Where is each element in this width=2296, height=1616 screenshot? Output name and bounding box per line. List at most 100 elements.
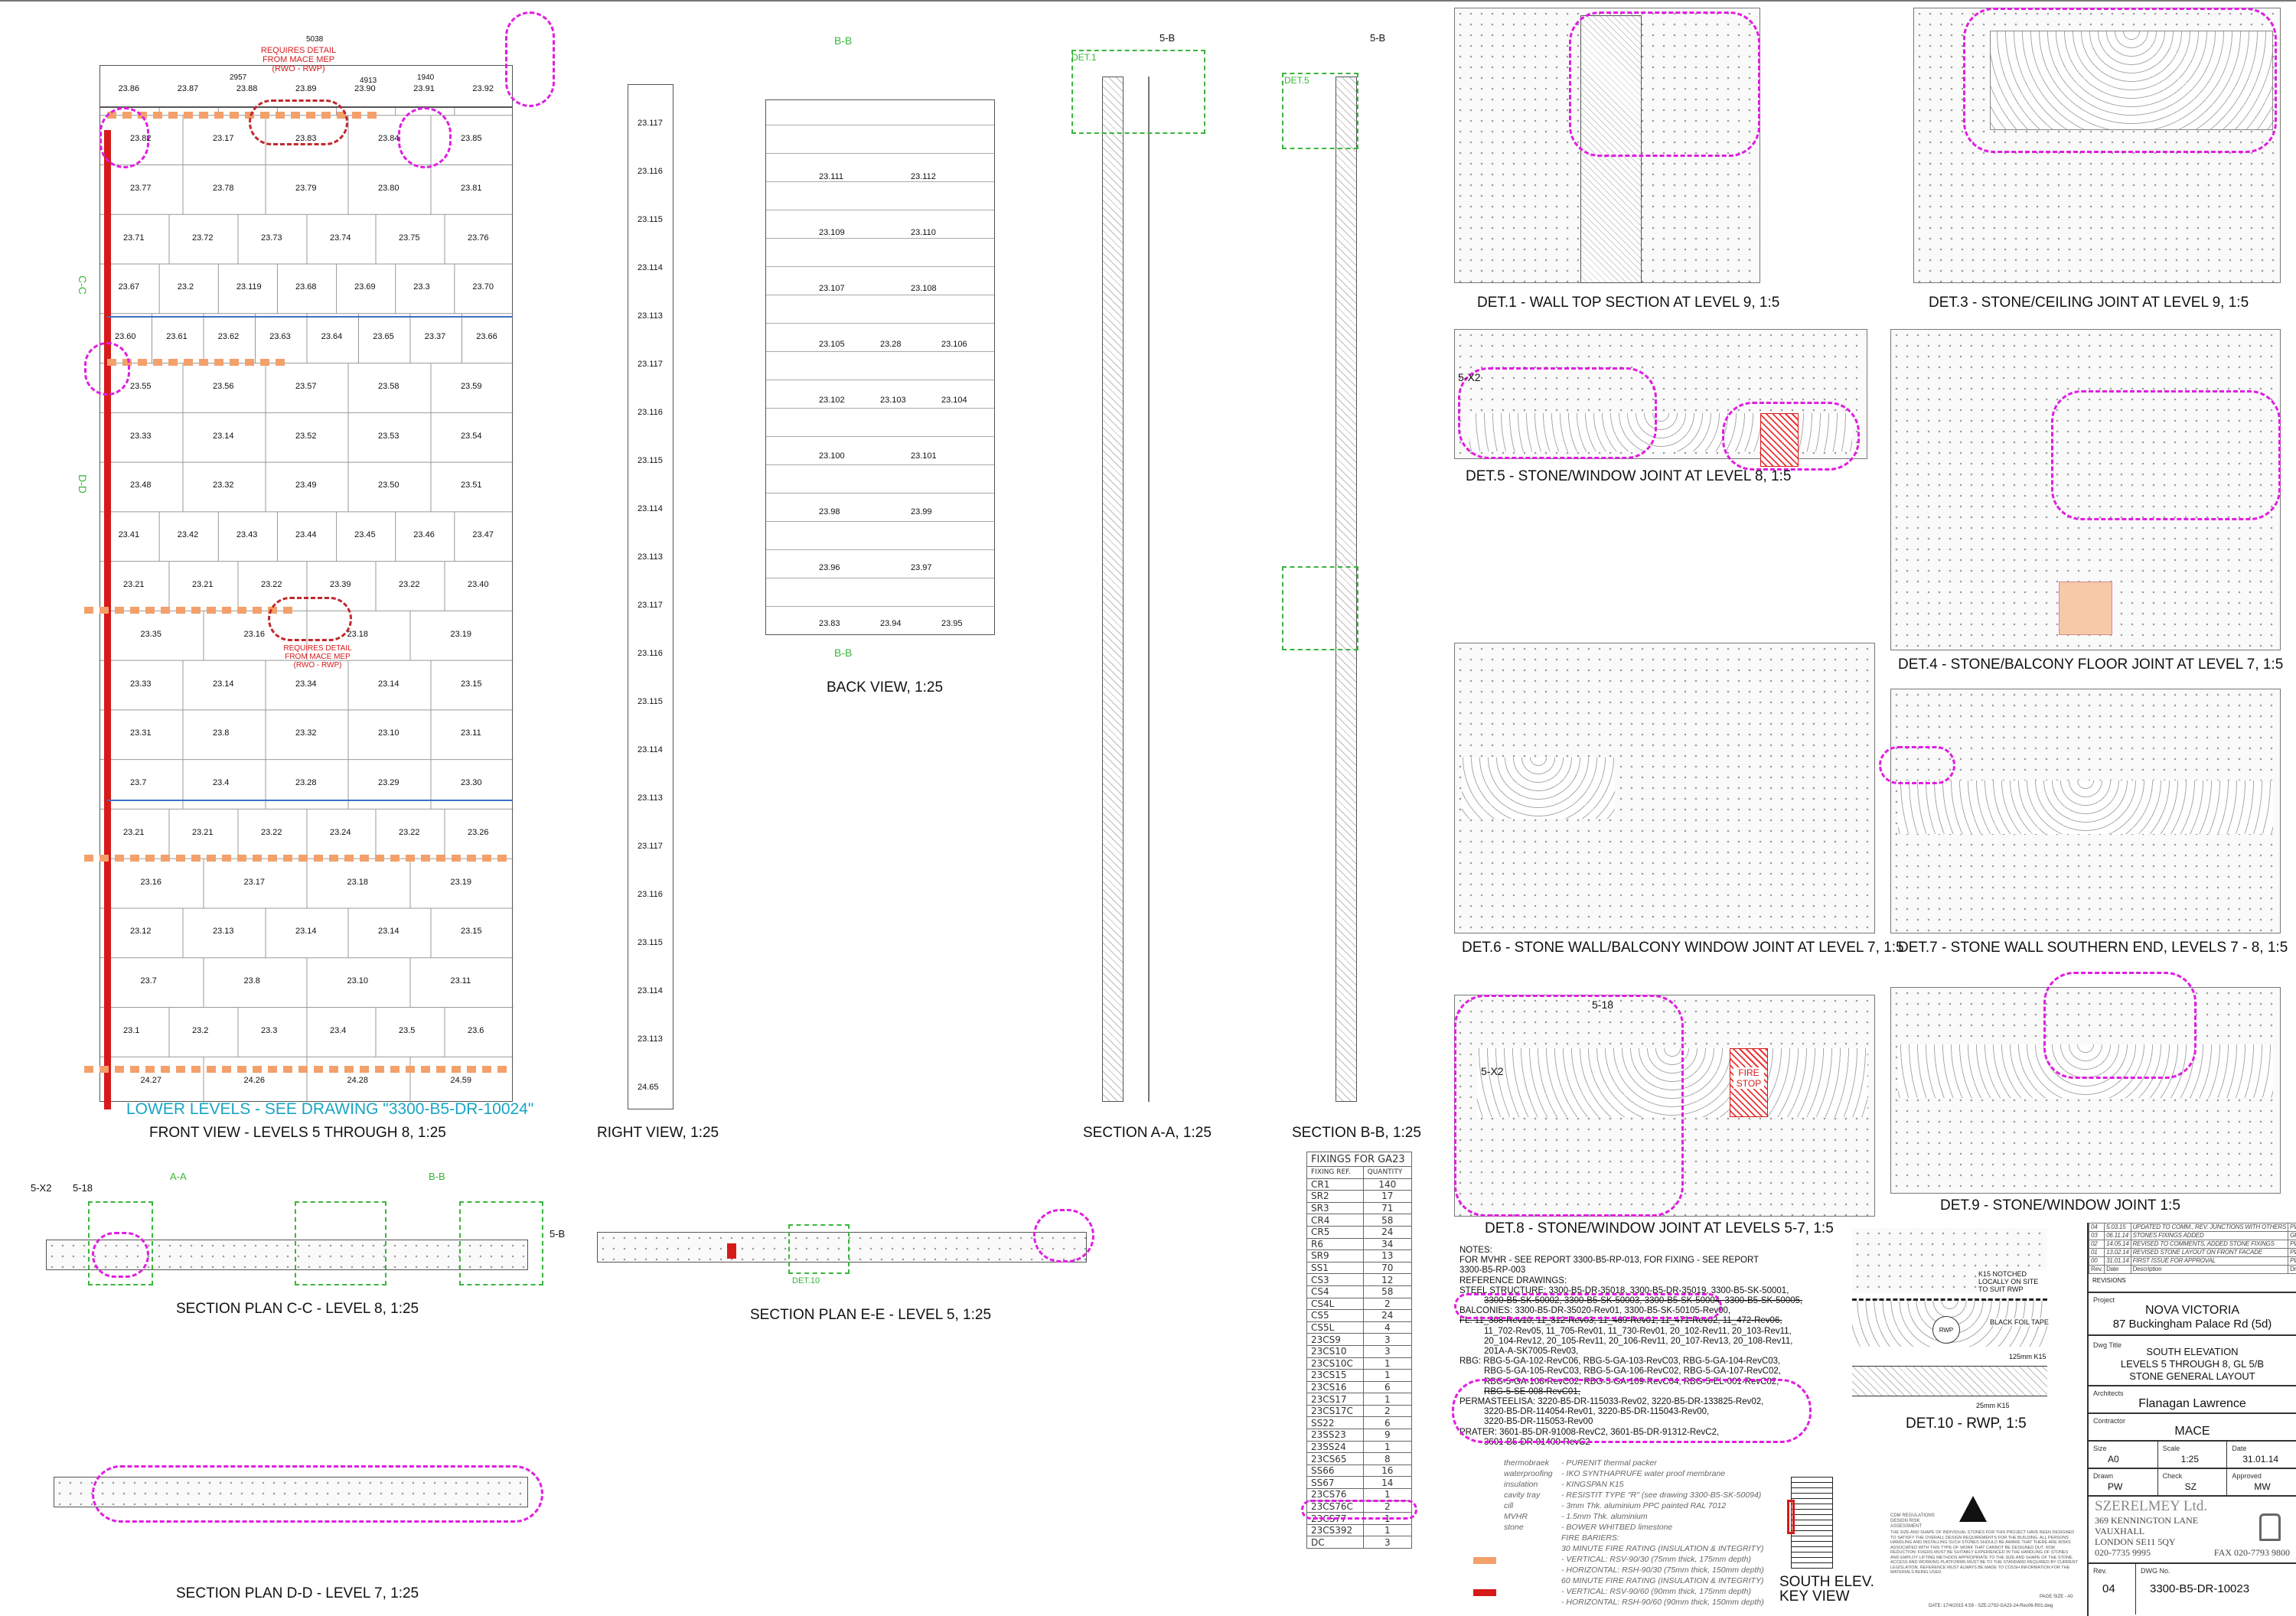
stone-label: 23.29 [378, 778, 400, 788]
legend-value: 30 MINUTE FIRE RATING (INSULATION & INTE… [1561, 1544, 1764, 1553]
stone-label: 23.114 [638, 263, 663, 272]
stone-label: 23.50 [378, 481, 400, 490]
stone-label: 23.32 [295, 728, 317, 738]
legend-value: - BOWER WHITBED limestone [1561, 1523, 1673, 1532]
det10-stone [1852, 1366, 2047, 1396]
note-line: 3220-B5-DR-115053-Rev00 [1484, 1417, 1593, 1427]
stone-label: 23.28 [295, 778, 317, 788]
scale: 1:25 [2180, 1454, 2200, 1464]
revision-cloud [268, 597, 352, 641]
legend-key: insulation [1504, 1480, 1538, 1489]
rev-description: UPDATED TO COMM., REV. JUNCTIONS WITH OT… [2130, 1223, 2289, 1232]
fixing-ref: 23CS65 [1306, 1452, 1364, 1465]
stone-label: 23.4 [213, 778, 230, 788]
fixing-ref: CS3 [1306, 1273, 1364, 1286]
stone-label: 23.19 [450, 877, 472, 887]
scale-label: Scale [2162, 1445, 2180, 1452]
stone-label: 23.89 [295, 84, 317, 94]
note-line: RBG: RBG-5-GA-102-RevC06, RBG-5-GA-103-R… [1459, 1357, 1781, 1367]
det-callout [1282, 566, 1358, 650]
stone-label: 23.17 [213, 134, 234, 144]
stone-label: 23.16 [140, 877, 162, 887]
dwg-label: DWG No. [2141, 1567, 2170, 1575]
fixing-qty: 2 [1362, 1297, 1413, 1311]
legend-row: 30 MINUTE FIRE RATING (INSULATION & INTE… [1473, 1543, 1825, 1554]
stone-label: 23.117 [638, 842, 663, 851]
stone-label: 23.28 [880, 340, 902, 349]
stone-label: 23.64 [321, 332, 343, 342]
rev-drawn: PW [2288, 1223, 2296, 1232]
stone-label: 23.59 [461, 381, 482, 391]
fixing-qty: 1 [1362, 1523, 1413, 1537]
stone-label: 23.33 [130, 679, 152, 689]
stone-label: 23.116 [638, 408, 663, 417]
stone-label: 23.39 [330, 580, 351, 589]
stone-label: 23.106 [941, 340, 967, 349]
det10-title: DET.10 - RWP, 1:5 [1906, 1416, 2027, 1432]
legend-key [1473, 1543, 1561, 1554]
note-line: PRATER: 3601-B5-DR-91008-RevC2, 3601-B5-… [1459, 1427, 1720, 1437]
rev-date: 5.03.15 [2104, 1223, 2131, 1232]
tag-5b-bb: 5-B [1370, 32, 1386, 44]
level-line [107, 800, 513, 801]
fixing-ref: 23CS16 [1306, 1380, 1364, 1394]
fixing-ref: 23CS10C [1306, 1357, 1364, 1370]
right-view-drawing [628, 84, 673, 1109]
tag-5x2-det8: 5-X2 [1481, 1065, 1504, 1077]
checked-by: SZ [2184, 1481, 2197, 1492]
plan-dd-drawing [54, 1477, 528, 1507]
stone-label: 23.47 [472, 530, 494, 540]
company-logo-icon [2259, 1513, 2281, 1541]
det8-title: DET.8 - STONE/WINDOW JOINT AT LEVELS 5-7… [1485, 1220, 1834, 1236]
fire-barrier-swatch [1473, 1589, 1496, 1596]
company-address-2: VAUXHALL [2095, 1526, 2145, 1536]
fixing-qty: 71 [1362, 1201, 1413, 1215]
plan-dd-title: SECTION PLAN D-D - LEVEL 7, 1:25 [176, 1585, 419, 1601]
stone-label: 23.42 [177, 530, 199, 540]
rev-label: Rev. [2093, 1567, 2107, 1575]
fixing-qty: 6 [1362, 1416, 1413, 1430]
cdm-body: THE SIZE AND SHAPE OF INDIVIDUAL STONES … [1890, 1530, 2078, 1575]
fixing-ref: SR3 [1306, 1201, 1364, 1215]
stone-label: 23.4 [330, 1025, 347, 1035]
det10-125-note: 125mm K15 [2009, 1353, 2047, 1360]
stone-label: 23.58 [378, 381, 400, 391]
det7-title: DET.7 - STONE WALL SOUTHERN END, LEVELS … [1898, 940, 2288, 956]
front-view-grid [100, 108, 514, 1103]
revision-cloud [1458, 367, 1657, 459]
fixing-qty: 58 [1362, 1214, 1413, 1227]
rev-description: REVISED STONE LAYOUT ON FRONT FACADE [2130, 1248, 2289, 1257]
stone-label: 23.114 [638, 504, 663, 513]
stone-label: 23.14 [295, 927, 317, 937]
stone-label: 23.87 [177, 84, 199, 94]
stone-label: 23.40 [468, 580, 489, 589]
drawn-label: Drawn [2093, 1472, 2114, 1480]
fixing-qty: 1 [1362, 1488, 1413, 1501]
stone-label: 23.14 [378, 927, 400, 937]
contractor: MACE [2174, 1425, 2210, 1438]
stone-label: 23.22 [261, 580, 282, 589]
stone-label: 23.102 [819, 396, 845, 405]
project-label: Project [2093, 1296, 2115, 1304]
note-line: RBG-5-GA-105-RevC03, RBG-5-GA-106-RevC02… [1484, 1367, 1781, 1377]
det-callout [88, 1201, 153, 1285]
stone-label: 23.8 [213, 728, 230, 738]
fixing-qty: 9 [1362, 1429, 1413, 1442]
det10-k15-note: K15 NOTCHED LOCALLY ON SITE TO SUIT RWP [1978, 1270, 2047, 1293]
fixing-ref: SS1 [1306, 1261, 1364, 1275]
plan-cc-title: SECTION PLAN C-C - LEVEL 8, 1:25 [176, 1301, 419, 1317]
stone-label: 23.55 [130, 381, 152, 391]
revision-cloud [1963, 8, 2277, 153]
legend-value: - PURENIT thermal packer [1561, 1458, 1657, 1468]
stone-label: 23.21 [192, 827, 214, 837]
stone-label: 23.51 [461, 481, 482, 490]
architect: Flanagan Lawrence [2138, 1397, 2246, 1410]
tag-aa-plan: A-A [170, 1171, 187, 1182]
stone-label: 23.7 [130, 778, 147, 788]
legend-row: - HORIZONTAL: RSH-90/30 (75mm thick, 150… [1473, 1565, 1825, 1575]
stone-label: 23.115 [638, 938, 663, 947]
stone-label: 23.110 [911, 228, 936, 237]
